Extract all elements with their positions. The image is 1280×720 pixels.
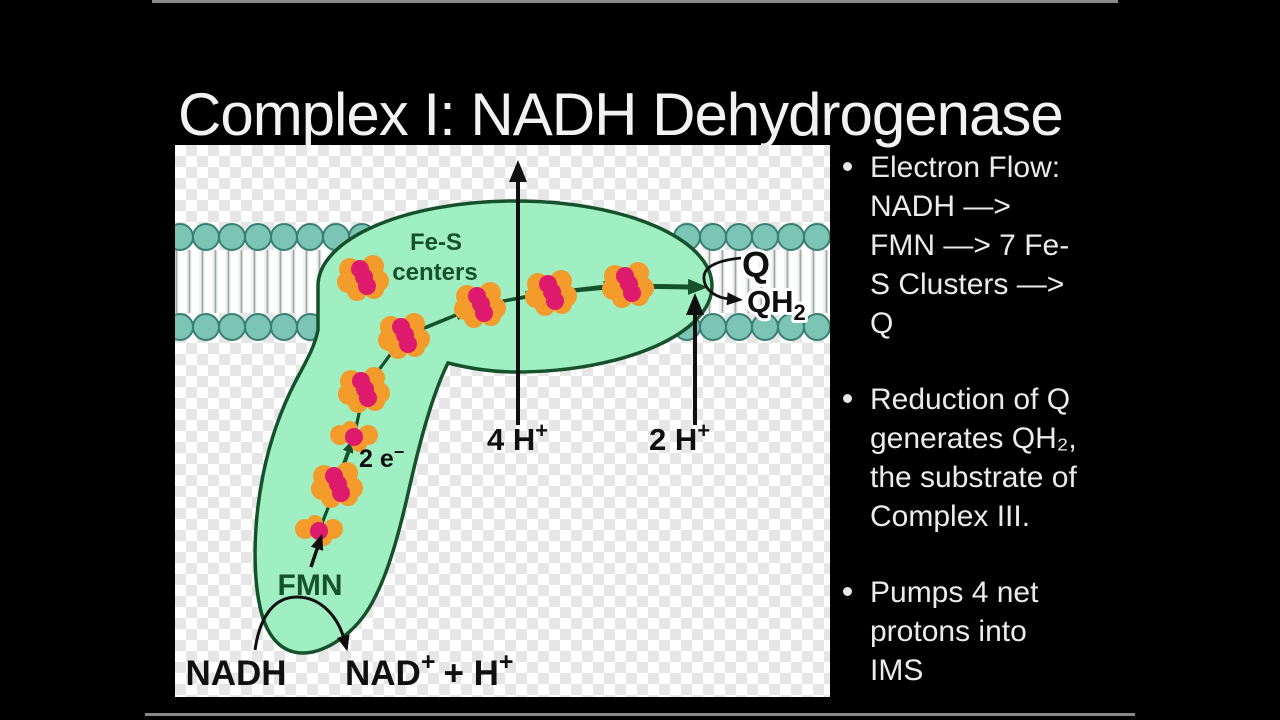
label-4h-sup: + xyxy=(535,418,548,443)
label-nad-base: NAD xyxy=(345,654,421,693)
label-4h: 4 H+ xyxy=(487,418,548,457)
label-2e-sup: − xyxy=(394,442,405,462)
bullet-list: Electron Flow: NADH —> FMN —> 7 Fe- S Cl… xyxy=(834,148,1134,690)
bullet-line: NADH —> xyxy=(870,190,1011,223)
diagram-canvas: Fe-S centers 2 e− FMN NADH NAD++ H+ 4 H+… xyxy=(175,160,830,693)
label-fes-centers-line1: Fe-S xyxy=(410,229,462,256)
label-h-sup: + xyxy=(499,648,514,676)
label-2e: 2 e− xyxy=(359,442,404,473)
label-fmn: FMN xyxy=(278,569,343,602)
bullet-line: Reduction of Q xyxy=(870,383,1071,416)
label-qh2: QH2 xyxy=(747,284,806,325)
label-4h-base: 4 H xyxy=(487,422,535,457)
bullet-line: Q xyxy=(870,307,894,340)
bullet-dot xyxy=(843,162,852,171)
bullet-line: S Clusters —> xyxy=(870,268,1065,301)
bullet-line: Electron Flow: xyxy=(870,151,1061,184)
label-2h: 2 H+ xyxy=(649,418,710,457)
nadh-oxidation-arrow xyxy=(253,595,350,652)
bullet-line: Complex III. xyxy=(870,500,1031,533)
bullet-line: FMN —> 7 Fe- xyxy=(870,229,1070,262)
label-2e-base: 2 e xyxy=(359,445,394,473)
slide-top-edge xyxy=(152,0,1118,3)
complex-i-shape xyxy=(253,199,714,655)
bullet-line: IMS xyxy=(870,654,924,687)
slide-bottom-edge xyxy=(145,713,1135,716)
q-reduction-arrow xyxy=(702,256,743,306)
bullet-line: Pumps 4 net xyxy=(870,576,1039,609)
bullet-item-electron-flow: Electron Flow: NADH —> FMN —> 7 Fe- S Cl… xyxy=(834,148,1134,343)
label-nad-sup: + xyxy=(421,648,436,676)
label-q: Q xyxy=(742,244,770,285)
label-nad-h: NAD++ H+ xyxy=(345,648,514,693)
label-2h-base: 2 H xyxy=(649,422,697,457)
fmn-arrow xyxy=(309,533,324,568)
label-2h-sup: + xyxy=(697,418,710,443)
bullet-dot xyxy=(843,587,852,596)
membrane xyxy=(175,223,830,341)
bullet-line: generates QH₂, xyxy=(870,422,1077,455)
label-qh2-sub: 2 xyxy=(794,300,806,325)
label-fes-centers-line2: centers xyxy=(392,259,477,286)
label-nadh: NADH xyxy=(185,654,286,693)
bullet-line: the substrate of xyxy=(870,461,1077,494)
complex1-diagram: Fe-S centers 2 e− FMN NADH NAD++ H+ 4 H+… xyxy=(175,145,830,697)
page-title: Complex I: NADH Dehydrogenase xyxy=(178,81,1064,149)
bullet-dot xyxy=(843,394,852,403)
label-plus-h: + H xyxy=(443,654,498,693)
label-qh2-base: QH xyxy=(747,284,794,319)
bullet-item-pumps: Pumps 4 net protons into IMS xyxy=(834,573,1134,690)
bullet-item-reduction: Reduction of Q generates QH₂, the substr… xyxy=(834,380,1134,536)
bullet-line: protons into xyxy=(870,615,1027,648)
